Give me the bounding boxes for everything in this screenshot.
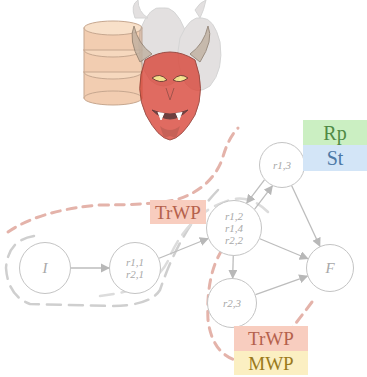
node-text-group: I <box>43 260 48 277</box>
state-node: r1,2r1,4r2,2 <box>206 200 262 256</box>
transition-arrow <box>71 267 109 268</box>
transition-arrow <box>159 238 208 258</box>
transition-arrow <box>260 239 308 259</box>
transition-arrow <box>247 180 265 203</box>
node-label: I <box>43 260 48 277</box>
node-label: F <box>325 260 334 277</box>
node-text-group: r1,3 <box>273 159 291 171</box>
final-node: F <box>306 244 354 292</box>
state-node: r1,3 <box>259 142 305 188</box>
transition-arrow <box>232 256 234 278</box>
node-text-group: MWP <box>248 354 293 373</box>
transition-arrow <box>256 276 308 295</box>
state-node: r1,1r2,1 <box>109 242 161 294</box>
start-node: I <box>19 242 71 294</box>
tag-label: St <box>327 148 344 168</box>
node-label: r1,1 <box>126 256 144 268</box>
tag-label: Rp <box>323 123 346 143</box>
annotation-tag: St <box>303 145 367 171</box>
node-text-group: TrWP <box>155 203 201 222</box>
node-label: r1,4 <box>225 222 243 234</box>
node-text-group: Rp <box>323 123 346 143</box>
annotation-tag: TrWP <box>150 200 206 224</box>
tag-label: MWP <box>248 354 293 373</box>
node-text-group: r1,1r2,1 <box>126 256 144 280</box>
node-text-group: St <box>327 148 344 168</box>
node-label: r1,2 <box>225 210 243 222</box>
node-text-group: F <box>325 260 334 277</box>
node-text-group: r1,2r1,4r2,2 <box>225 210 243 246</box>
annotation-tag: MWP <box>234 351 308 375</box>
node-label: r2,2 <box>225 234 243 246</box>
node-label: r2,1 <box>126 268 144 280</box>
transition-arrow <box>292 186 320 246</box>
state-node: r2,3 <box>207 278 257 328</box>
annotation-tag: TrWP <box>234 326 308 351</box>
node-label: r1,3 <box>273 159 291 171</box>
tag-label: TrWP <box>248 329 294 348</box>
node-text-group: TrWP <box>248 329 294 348</box>
node-label: r2,3 <box>223 297 241 309</box>
node-text-group: r2,3 <box>223 297 241 309</box>
annotation-tag: Rp <box>303 120 367 145</box>
region-boundary <box>6 128 312 360</box>
devil-mask <box>132 0 221 140</box>
tag-label: TrWP <box>155 203 201 222</box>
